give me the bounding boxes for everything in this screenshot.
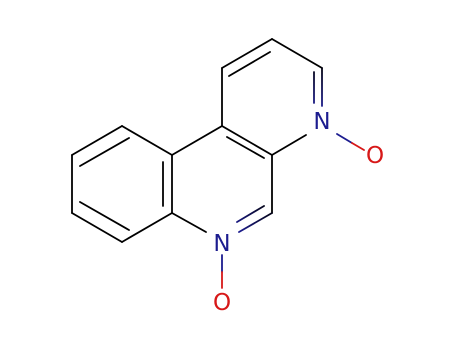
bond [221,125,273,156]
bond [236,205,265,223]
bond [171,212,207,233]
nitrogen-atom-lower: N [213,231,230,257]
bond [271,38,323,69]
atom-labels: N N O O [213,109,384,316]
oxygen-atom-right: O [366,143,384,169]
bond [271,134,307,156]
bond [171,125,223,156]
bond [228,51,271,77]
bond [121,212,173,243]
bond [336,133,353,144]
bond [79,201,130,231]
bond [351,142,365,151]
bond [238,212,273,233]
bond [121,125,173,156]
bond [71,212,123,243]
bond [79,137,130,167]
bond-lines [71,38,323,243]
bond [221,38,273,69]
bond [71,125,123,156]
nitrogen-atom-upper: N [313,109,330,135]
hetero-bonds [221,67,365,289]
bond [226,136,265,159]
oxygen-atom-bottom: O [213,290,231,316]
